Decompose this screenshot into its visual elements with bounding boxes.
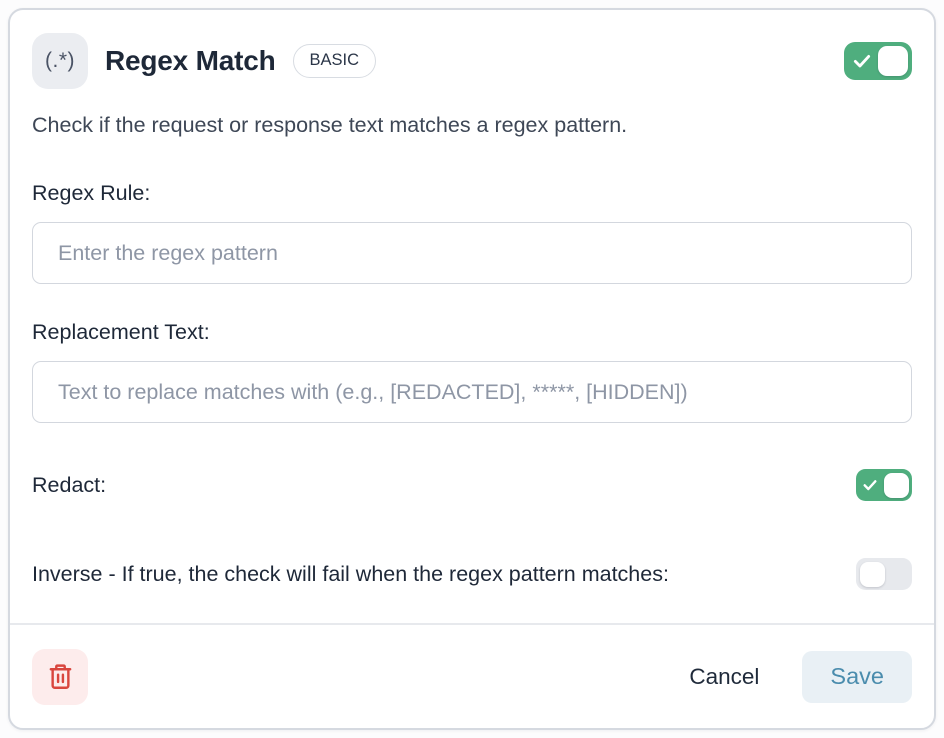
toggle-knob	[883, 472, 909, 498]
regex-rule-label: Regex Rule:	[32, 181, 151, 205]
dialog-body: (.*) Regex Match BASIC Check if the requ…	[10, 10, 934, 623]
regex-icon: (.*)	[32, 33, 88, 89]
check-icon	[862, 477, 878, 493]
regex-rule-input[interactable]	[32, 222, 912, 284]
redact-toggle[interactable]	[856, 469, 912, 501]
enabled-toggle[interactable]	[844, 42, 912, 80]
inverse-row: Inverse - If true, the check will fail w…	[32, 558, 912, 590]
replacement-text-input[interactable]	[32, 361, 912, 423]
dialog-footer: Cancel Save	[10, 625, 934, 728]
regex-icon-glyph: (.*)	[45, 49, 75, 72]
check-icon	[852, 51, 872, 71]
dialog-description: Check if the request or response text ma…	[32, 113, 628, 137]
save-button[interactable]: Save	[802, 650, 912, 703]
delete-button[interactable]	[32, 648, 88, 705]
cancel-button[interactable]: Cancel	[687, 656, 761, 698]
basic-badge: BASIC	[292, 44, 377, 78]
redact-label: Redact:	[32, 472, 107, 497]
dialog-header: (.*) Regex Match BASIC	[32, 33, 912, 89]
replacement-text-label: Replacement Text:	[32, 320, 210, 344]
inverse-toggle[interactable]	[856, 558, 912, 590]
footer-divider	[10, 623, 934, 625]
redact-row: Redact:	[32, 469, 912, 501]
inverse-label: Inverse - If true, the check will fail w…	[32, 561, 669, 586]
dialog-title: Regex Match	[105, 45, 276, 76]
toggle-knob	[860, 561, 885, 587]
trash-icon	[46, 662, 75, 691]
regex-match-dialog: (.*) Regex Match BASIC Check if the requ…	[8, 8, 936, 730]
toggle-knob	[878, 46, 908, 76]
